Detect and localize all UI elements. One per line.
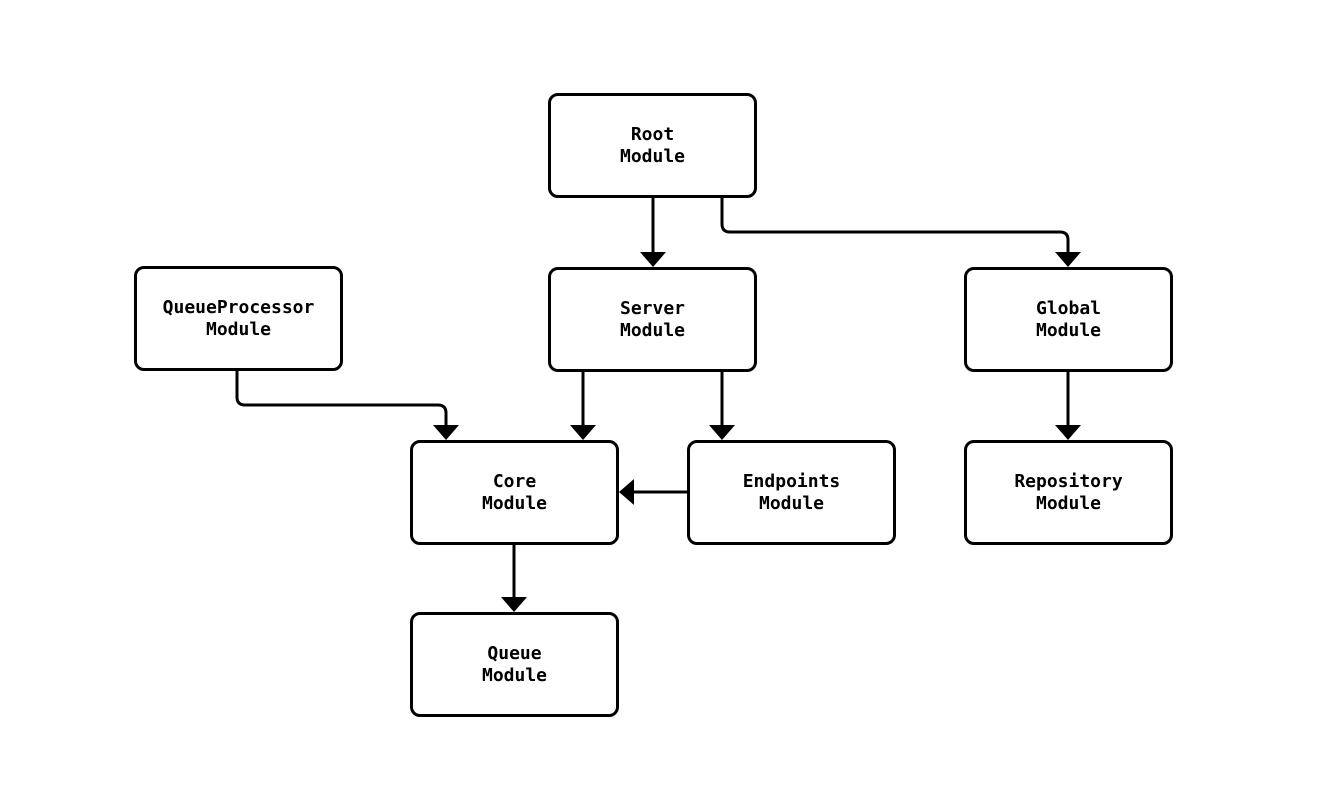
node-label-line: Server: [619, 297, 686, 319]
edge-global-to-repository: [1055, 371, 1081, 440]
node-server-module: Server Module: [548, 267, 757, 372]
node-label-line: Module: [1035, 319, 1102, 341]
node-label-line: Module: [758, 492, 825, 514]
node-queueprocessor-module: QueueProcessor Module: [134, 266, 343, 371]
node-label-line: Endpoints: [742, 470, 841, 492]
edge-server-to-endpoints: [709, 371, 735, 440]
node-core-module: Core Module: [410, 440, 619, 545]
node-label-line: Queue: [487, 642, 542, 664]
node-queue-module: Queue Module: [410, 612, 619, 717]
node-label-line: Module: [205, 318, 272, 340]
node-repository-module: Repository Module: [964, 440, 1173, 545]
node-label-line: Global: [1035, 297, 1102, 319]
edge-root-to-server: [640, 198, 666, 267]
node-global-module: Global Module: [964, 267, 1173, 372]
node-label-line: Module: [619, 145, 686, 167]
edge-endpoints-to-core: [619, 479, 687, 505]
node-label-line: Root: [630, 123, 675, 145]
node-root-module: Root Module: [548, 93, 757, 198]
node-label-line: Module: [481, 492, 548, 514]
node-label-line: Module: [481, 664, 548, 686]
edge-server-to-core: [570, 371, 596, 440]
edge-queueprocessor-to-core: [235, 371, 459, 440]
node-label-line: Repository: [1014, 470, 1123, 492]
node-label-line: QueueProcessor: [162, 296, 315, 318]
edge-root-to-global: [720, 198, 1081, 267]
node-endpoints-module: Endpoints Module: [687, 440, 896, 545]
node-label-line: Module: [619, 319, 686, 341]
node-label-line: Module: [1035, 492, 1102, 514]
edge-core-to-queue: [501, 544, 527, 612]
node-label-line: Core: [492, 470, 537, 492]
